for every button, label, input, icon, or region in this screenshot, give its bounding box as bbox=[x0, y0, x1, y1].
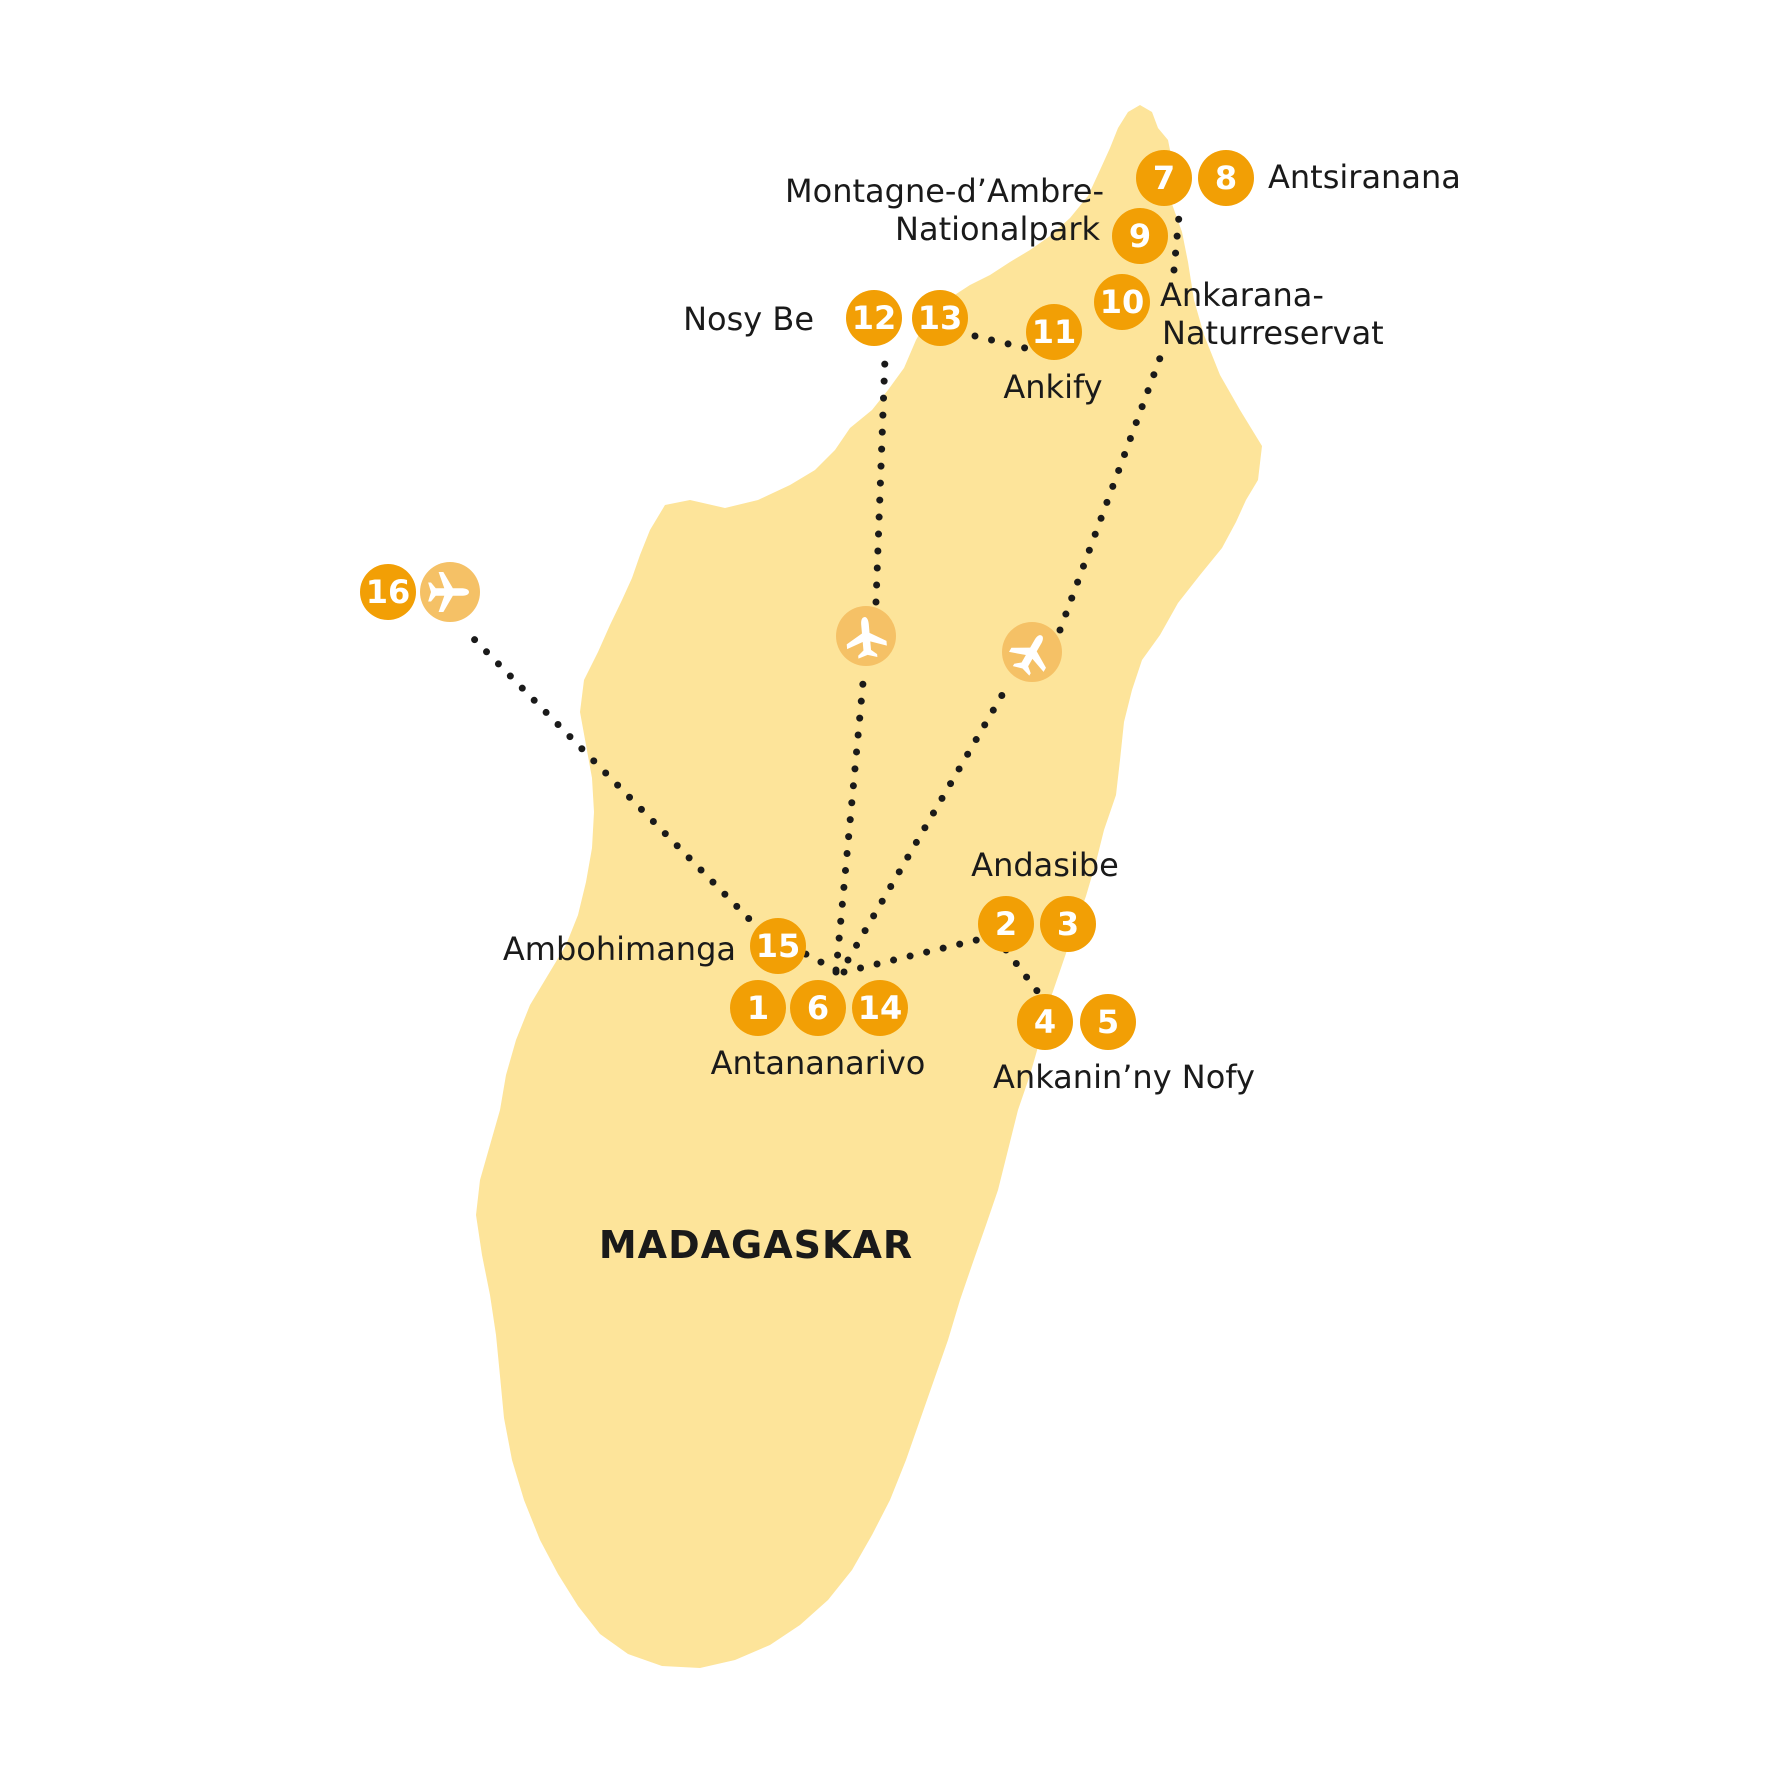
stop-number: 13 bbox=[918, 299, 963, 337]
label-ankarana-line2: Naturreservat bbox=[1162, 314, 1384, 352]
stop-13[interactable]: 13 bbox=[912, 290, 968, 346]
label-montagne-line2: Nationalpark bbox=[895, 210, 1100, 248]
stop-number: 11 bbox=[1032, 313, 1077, 351]
stop-6[interactable]: 6 bbox=[790, 980, 846, 1036]
madagascar-island bbox=[476, 105, 1262, 1668]
label-antananarivo: Antananarivo bbox=[711, 1044, 926, 1082]
stop-number: 4 bbox=[1034, 1003, 1056, 1041]
stop-number: 7 bbox=[1153, 159, 1175, 197]
stop-5[interactable]: 5 bbox=[1080, 994, 1136, 1050]
stop-12[interactable]: 12 bbox=[846, 290, 902, 346]
stop-15[interactable]: 15 bbox=[750, 918, 806, 974]
label-ankify: Ankify bbox=[1003, 368, 1102, 406]
stop-16[interactable]: 16 bbox=[360, 564, 416, 620]
stop-7[interactable]: 7 bbox=[1136, 150, 1192, 206]
stop-4[interactable]: 4 bbox=[1017, 994, 1073, 1050]
label-ambohimanga: Ambohimanga bbox=[503, 930, 736, 968]
route-antananarivo-flight2 bbox=[844, 686, 1009, 964]
stop-number: 15 bbox=[756, 927, 801, 965]
stop-number: 10 bbox=[1100, 283, 1145, 321]
route-andasibe-ankanin bbox=[1002, 946, 1048, 1004]
label-nosy-be: Nosy Be bbox=[683, 300, 814, 338]
stop-number: 3 bbox=[1057, 905, 1079, 943]
nosy-be-island bbox=[980, 292, 1016, 345]
stop-number: 8 bbox=[1215, 159, 1237, 197]
label-andasibe: Andasibe bbox=[971, 846, 1119, 884]
label-ankanin-ny-nofy: Ankanin’ny Nofy bbox=[993, 1058, 1255, 1096]
flight-marker-16[interactable] bbox=[420, 562, 480, 622]
label-montagne-line1: Montagne-d’Ambre- bbox=[785, 172, 1104, 210]
route-antananarivo-andasibe bbox=[840, 934, 989, 976]
flight-marker-northeast[interactable] bbox=[1002, 622, 1062, 682]
stop-number: 14 bbox=[858, 989, 903, 1027]
stop-number: 2 bbox=[995, 905, 1017, 943]
stop-markers: 1 6 14 15 2 3 4 5 7 8 9 10 11 12 13 16 bbox=[360, 150, 1254, 1050]
flight-markers bbox=[420, 562, 1062, 682]
stop-number: 16 bbox=[366, 573, 411, 611]
stop-8[interactable]: 8 bbox=[1198, 150, 1254, 206]
place-labels: Antsiranana Montagne-d’Ambre- Nationalpa… bbox=[503, 158, 1461, 1267]
stop-number: 1 bbox=[747, 989, 769, 1027]
flight-marker-north[interactable] bbox=[836, 606, 896, 666]
route-ankarana-antsiranana bbox=[1170, 201, 1184, 274]
label-ankarana-line1: Ankarana- bbox=[1160, 276, 1324, 314]
stop-11[interactable]: 11 bbox=[1026, 304, 1082, 360]
stop-3[interactable]: 3 bbox=[1040, 896, 1096, 952]
stop-number: 9 bbox=[1129, 217, 1151, 255]
stop-2[interactable]: 2 bbox=[978, 896, 1034, 952]
stop-number: 6 bbox=[807, 989, 829, 1027]
stop-9[interactable]: 9 bbox=[1112, 208, 1168, 264]
country-label: MADAGASKAR bbox=[599, 1223, 913, 1267]
stop-1[interactable]: 1 bbox=[730, 980, 786, 1036]
stop-number: 5 bbox=[1097, 1003, 1119, 1041]
stop-number: 12 bbox=[852, 299, 897, 337]
route-flight1-nosy-be bbox=[872, 354, 889, 606]
route-flight2-ankarana bbox=[1056, 354, 1164, 634]
stop-10[interactable]: 10 bbox=[1094, 274, 1150, 330]
route-antananarivo-flight1 bbox=[832, 668, 868, 976]
stop-14[interactable]: 14 bbox=[852, 980, 908, 1036]
label-antsiranana: Antsiranana bbox=[1268, 158, 1461, 196]
